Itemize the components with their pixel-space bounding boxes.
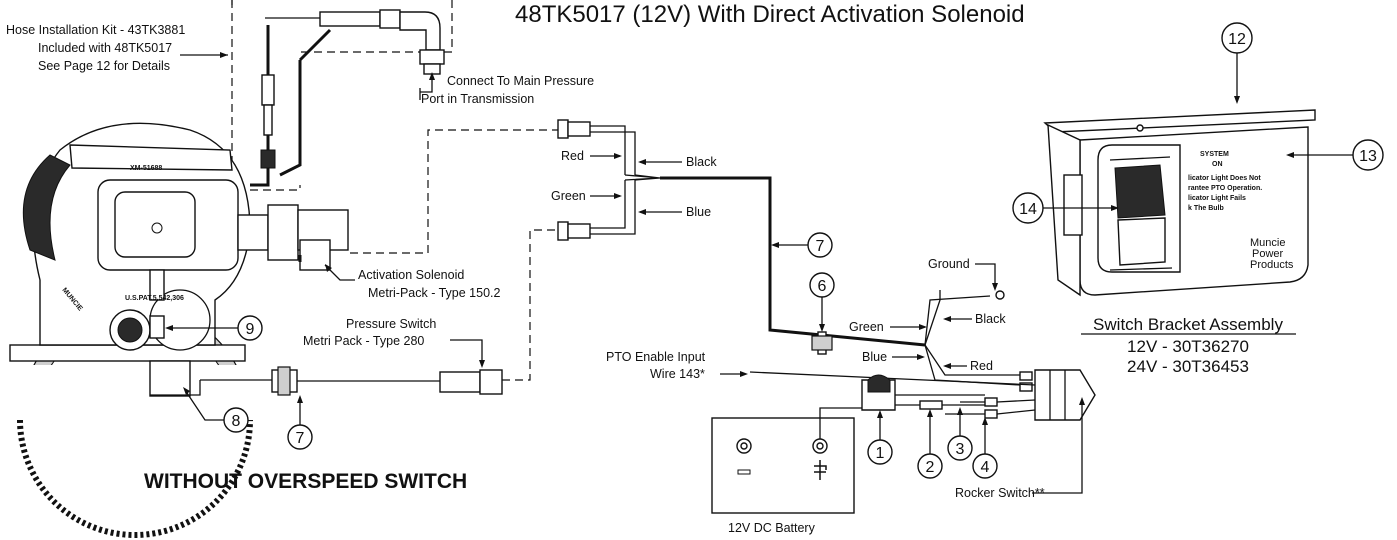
wire-red-top: Red [561,149,584,163]
solenoid-label-line2: Metri-Pack - Type 150.2 [368,286,501,300]
wire-green-top: Green [551,189,586,203]
svg-text:14: 14 [1019,201,1037,218]
bracket-plate-line2: ON [1212,161,1223,168]
diagram-title: 48TK5017 (12V) With Direct Activation So… [515,1,1025,28]
pump-patent-stamp: U.S.PAT.5,542,306 [125,295,184,302]
callout-3: 3 [947,407,973,461]
switch-bracket-assembly [1043,109,1316,297]
upper-harness [557,119,926,355]
hose-kit-line3: See Page 12 for Details [38,59,170,73]
callout-14: 14 [1012,192,1119,224]
lower-harness [924,290,1096,421]
bracket-plate-line4: rantee PTO Operation. [1188,185,1262,192]
bracket-plate-line6: k The Bulb [1188,205,1224,212]
wire-red-bottom: Red [970,359,993,373]
battery-box [711,417,855,514]
bracket-12v: 12V - 30T36270 [1127,337,1249,356]
callout-13: 13 [1286,139,1384,171]
bracket-plate-line3: licator Light Does Not [1188,175,1261,182]
callout-2: 2 [917,409,943,479]
main-pressure-line1: Connect To Main Pressure [447,74,594,88]
bracket-brand-line3: Products [1250,259,1294,271]
bracket-24v: 24V - 30T36453 [1127,357,1249,376]
callout-5: 6 [809,272,835,332]
callout-12: 12 [1221,22,1253,104]
svg-text:7: 7 [816,238,825,255]
wire-ground: Ground [928,257,970,271]
svg-text:4: 4 [981,459,990,476]
callout-4: 4 [972,417,998,479]
bracket-plate-line5: licator Light Fails [1188,195,1246,202]
pressure-switch-assembly [200,229,558,396]
callout-6: 7 [771,232,833,258]
svg-text:13: 13 [1359,148,1377,165]
pressure-switch-line1: Pressure Switch [346,317,436,331]
solenoid-label-line1: Activation Solenoid [358,268,464,282]
svg-text:3: 3 [956,441,965,458]
pto-enable-line2: Wire 143* [650,367,705,381]
callout-8: 8 [183,387,249,433]
bracket-heading: Switch Bracket Assembly [1093,315,1283,334]
svg-text:9: 9 [246,321,255,338]
main-pressure-line2: Port in Transmission [421,92,534,106]
svg-text:8: 8 [232,413,241,430]
callout-1: 1 [867,410,893,465]
wire-blue-top: Blue [686,205,711,219]
diagram-subtitle: WITHOUT OVERSPEED SWITCH [144,470,467,493]
hose-kit-box [231,0,453,191]
pto-enable-line1: PTO Enable Input [606,350,706,364]
callout-7-text: 7 [296,430,305,447]
battery-label: 12V DC Battery [728,521,816,535]
pump-part-number: XM-51688 [130,165,162,172]
pressure-switch-line2: Metri Pack - Type 280 [303,334,424,348]
hose-kit-line1: Hose Installation Kit - 43TK3881 [6,23,185,37]
callout-7: 7 [287,395,313,450]
wire-black-top: Black [686,155,717,169]
bracket-brand-line1: Muncie [1250,237,1285,249]
svg-text:2: 2 [926,459,935,476]
battery-circuit [711,374,985,514]
bracket-plate-line1: SYSTEM [1200,151,1229,158]
callout-9: 9 [165,315,263,341]
pto-pump-body: XM-51688 MUNCIE U.S.PAT.5,542,306 [0,122,349,540]
rocker-switch-label: Rocker Switch** [955,486,1045,500]
wire-green-bottom: Green [849,320,884,334]
bracket-brand-line2: Power [1252,248,1284,260]
svg-text:12: 12 [1228,31,1246,48]
svg-text:6: 6 [818,278,827,295]
wire-black-bottom: Black [975,312,1006,326]
svg-text:1: 1 [876,445,885,462]
wire-blue-bottom: Blue [862,350,887,364]
hose-kit-line2: Included with 48TK5017 [38,41,172,55]
